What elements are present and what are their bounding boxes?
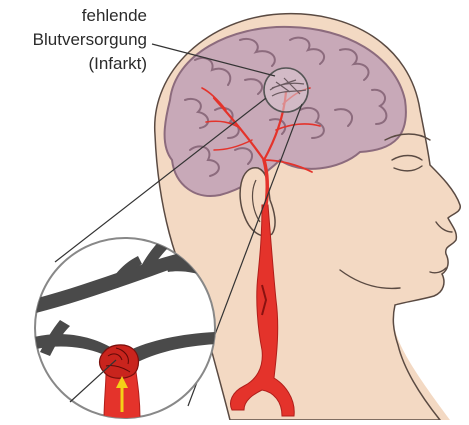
annotation-line-2: Blutversorgung bbox=[0, 28, 147, 52]
annotation-line-1: fehlende bbox=[0, 4, 147, 28]
infarct-annotation: fehlende Blutversorgung (Infarkt) bbox=[0, 4, 147, 76]
annotation-line-3: (Infarkt) bbox=[0, 52, 147, 76]
blood-clot bbox=[100, 345, 139, 378]
